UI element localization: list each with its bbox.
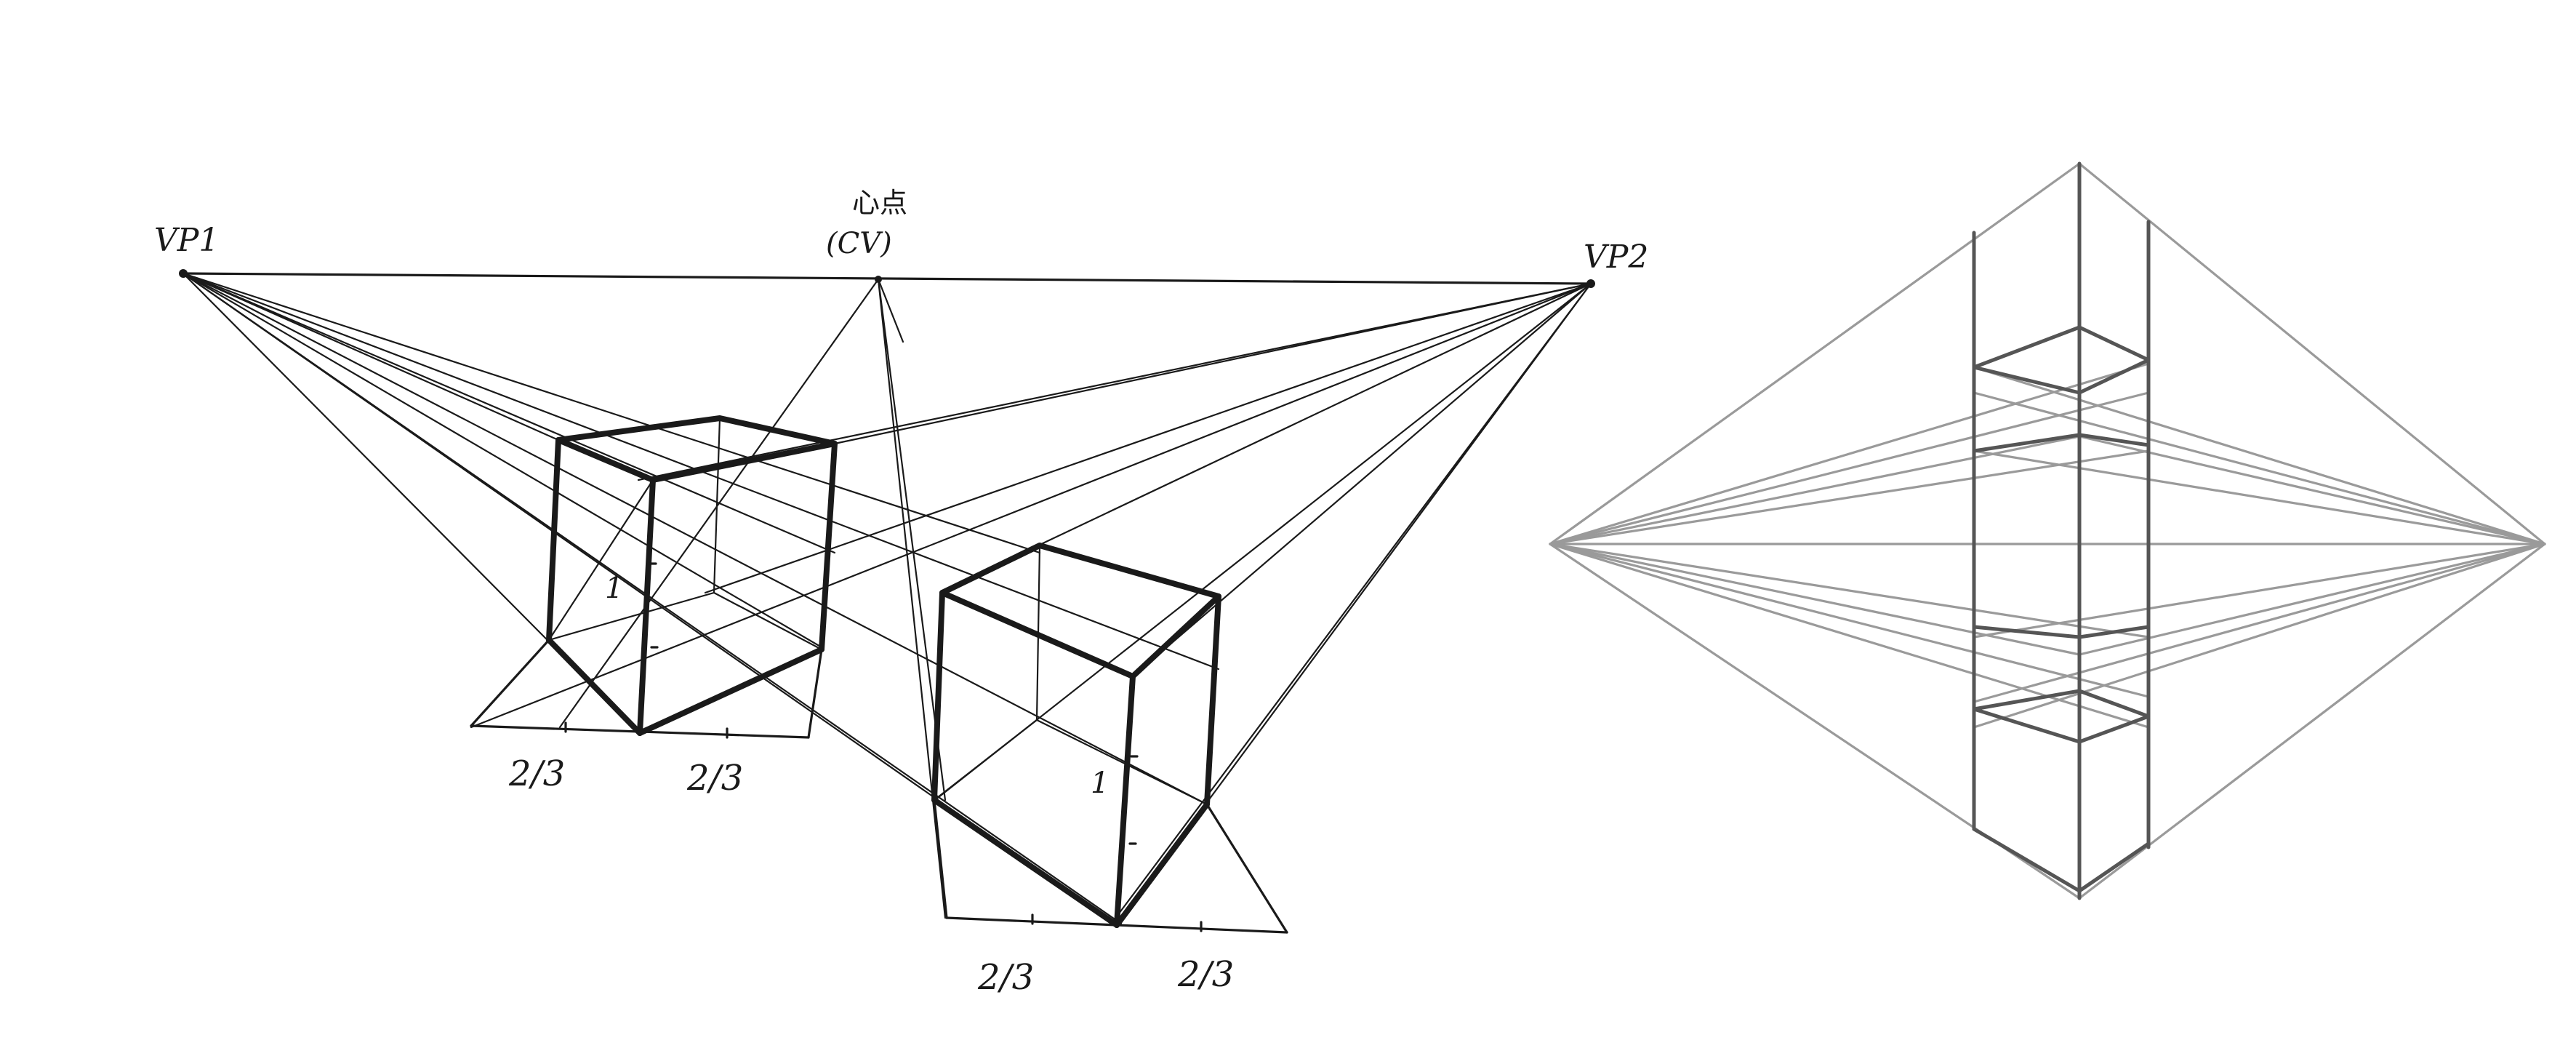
vp1-label: VP1	[154, 222, 219, 259]
middle-box-top	[1972, 433, 2151, 453]
vp2-construction-lines	[470, 282, 1592, 924]
top-box-face	[1972, 325, 2151, 395]
cube2-left-fraction-label: 2/3	[977, 957, 1034, 998]
left-vp-rays	[1549, 362, 2150, 729]
bottom-box-face	[1972, 689, 2151, 744]
cube1-height-label: 1	[605, 572, 623, 605]
bottom-box-bottom	[1972, 827, 2151, 893]
cube1-right-fraction-label: 2/3	[686, 758, 743, 799]
cube2-height-label: 1	[1091, 767, 1109, 800]
middle-box-bottom	[1972, 625, 2151, 639]
outer-diamond	[1549, 162, 2546, 900]
cv-construction-lines	[558, 278, 947, 919]
right-vp-rays	[1973, 366, 2546, 729]
center-point-chinese-label: 心点	[852, 187, 907, 219]
right-perspective-drawing	[1549, 161, 2546, 900]
cube2-right-fraction-label: 2/3	[1177, 954, 1234, 995]
center-point-label: (CV)	[826, 227, 892, 260]
cube-2	[931, 543, 1288, 934]
left-perspective-drawing: VP1 VP2 心点 (CV) 2/3 2/3 1 2/3 2/3 1	[154, 187, 1648, 998]
cube-1	[470, 415, 838, 739]
horizon-line	[182, 272, 1592, 285]
vp2-label: VP2	[1584, 239, 1648, 276]
cube1-left-fraction-label: 2/3	[508, 753, 565, 794]
vp1-construction-lines	[182, 272, 1220, 925]
